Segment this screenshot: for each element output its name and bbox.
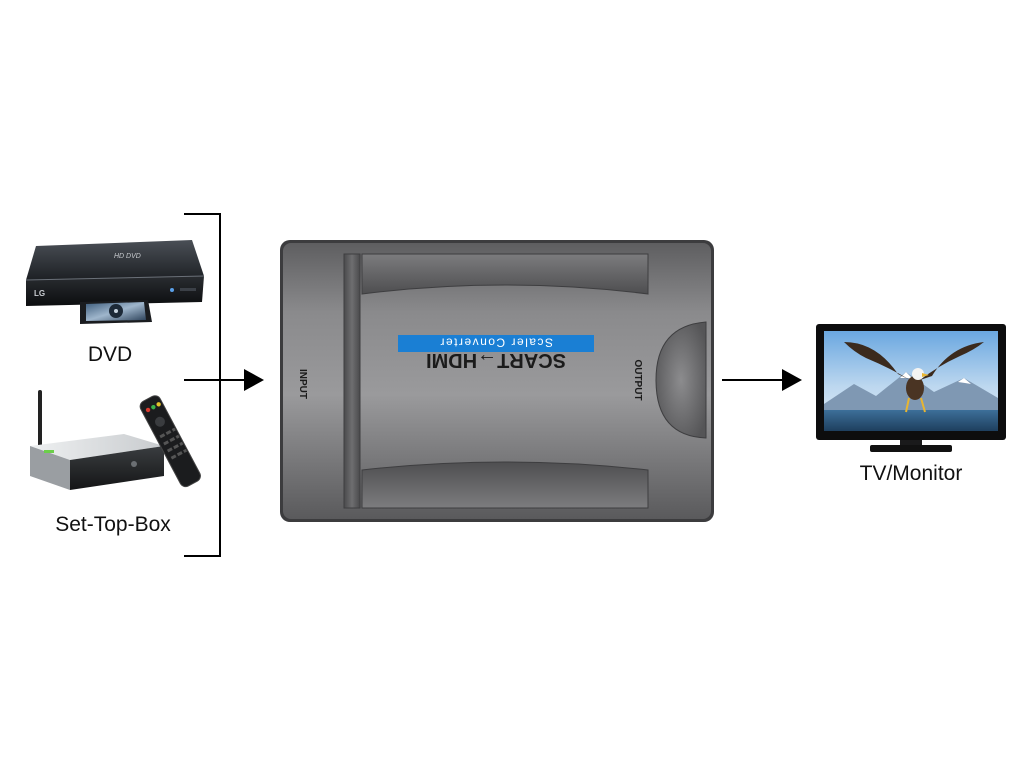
- hd-dvd-logo: HD DVD: [114, 253, 141, 260]
- scart-hdmi-converter: Scaler Converter SCART→HDMI INPUT OUTPUT: [280, 240, 714, 522]
- eagle-icon: [844, 342, 984, 413]
- product-name-text: SCART→HDMI: [426, 349, 566, 371]
- dvd-label: DVD: [87, 343, 133, 366]
- output-port-label: OUTPUT: [632, 359, 643, 400]
- scaler-converter-band: [398, 335, 594, 352]
- input-port-label: INPUT: [297, 369, 308, 399]
- subtitle-text: Scaler Converter: [439, 336, 553, 350]
- output-arrow-head: [782, 369, 802, 391]
- source-bracket: [184, 213, 221, 557]
- dvd-player-image: LG HD DVD: [25, 240, 205, 324]
- tv-monitor-image: [816, 324, 1006, 452]
- input-arrow-head: [244, 369, 264, 391]
- tv-monitor-label: TV/Monitor: [859, 462, 963, 485]
- lg-logo: LG: [34, 289, 45, 298]
- set-top-box-label: Set-Top-Box: [55, 513, 171, 536]
- set-top-box-image: [30, 390, 201, 490]
